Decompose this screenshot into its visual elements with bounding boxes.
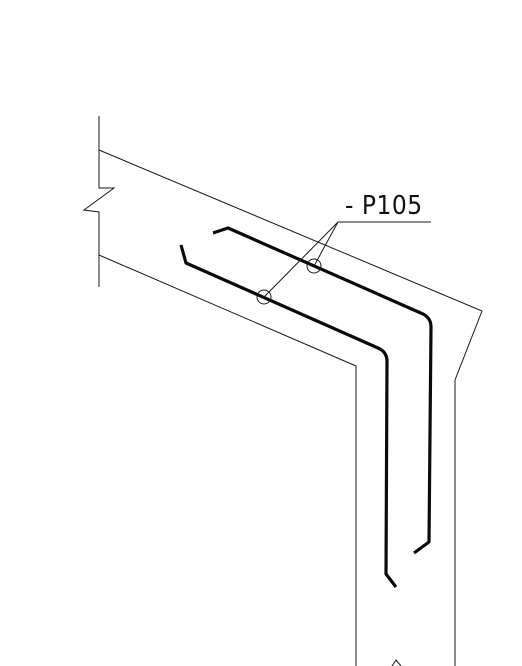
- rebar-marker-circle-lower: [256, 289, 272, 305]
- inner-rebar: [179, 244, 398, 588]
- outer-concrete-edge: [98, 149, 483, 666]
- wall-break-line: [82, 116, 116, 287]
- leader-line-upper: [313, 221, 339, 267]
- rebar-marker-circle-upper: [306, 258, 322, 274]
- outer-rebar: [212, 226, 433, 555]
- leader-line-lower: [263, 221, 339, 298]
- inner-concrete-edge: [98, 254, 357, 666]
- callout-label: - P105: [345, 191, 423, 221]
- bottom-break-mark: [391, 659, 402, 666]
